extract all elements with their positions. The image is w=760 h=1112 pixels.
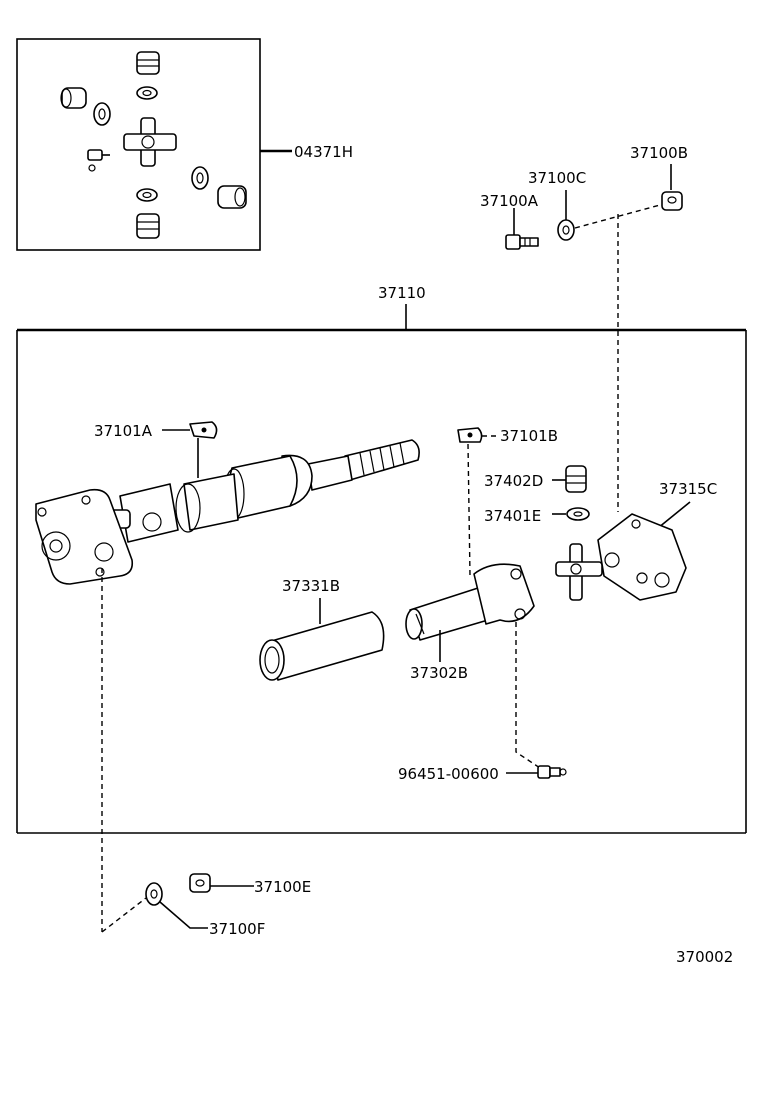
universal-joint-kit-inset — [16, 38, 261, 251]
bushing-37402D — [565, 465, 587, 493]
inset-frame — [16, 38, 261, 251]
snap-ring-37401E — [566, 507, 590, 521]
assembly-dash-grease — [515, 622, 541, 769]
dust-cover-37331B — [259, 611, 385, 681]
label-37100B: 37100B — [630, 144, 688, 162]
assembly-dash-clip-b — [467, 443, 471, 577]
snap-ring-left — [93, 102, 111, 126]
bearing-cap-bottom — [136, 213, 160, 239]
leader-37315C — [657, 501, 691, 529]
assembly-dash-to-washer-f — [101, 897, 147, 933]
leader-37100F — [159, 901, 208, 929]
propeller-shaft — [35, 439, 420, 585]
label-37100E: 37100E — [254, 878, 311, 896]
snap-ring-top — [136, 86, 158, 100]
label-04371H: 04371H — [294, 143, 353, 161]
clip-37101B — [457, 427, 483, 443]
label-37100C: 37100C — [528, 169, 586, 187]
label-37402D: 37402D — [484, 472, 543, 490]
label-37302B: 37302B — [410, 664, 468, 682]
spider-cross — [123, 117, 177, 167]
grease-fitting-96451-00600 — [537, 765, 567, 779]
assembly-dash-washer-nut — [574, 204, 661, 229]
label-37331B: 37331B — [282, 577, 340, 595]
diagram-id: 370002 — [676, 948, 733, 966]
clip-37101A — [189, 421, 218, 439]
label-37315C: 37315C — [659, 480, 717, 498]
assembly-frame — [16, 328, 747, 834]
bearing-cap-left — [60, 87, 87, 109]
flange-yoke-37315C — [597, 513, 687, 601]
kit-grease-fitting — [87, 149, 110, 172]
bearing-cap-top — [136, 51, 160, 75]
label-37100F: 37100F — [209, 920, 265, 938]
snap-ring-bottom — [136, 188, 158, 202]
nut-37100E — [189, 873, 211, 893]
bearing-cap-right — [217, 185, 247, 209]
washer-37100F — [145, 882, 163, 906]
washer-37100C — [557, 219, 575, 241]
label-37401E: 37401E — [484, 507, 541, 525]
label-37100A: 37100A — [480, 192, 539, 210]
bolt-37100A — [505, 234, 539, 250]
label-37110: 37110 — [378, 284, 426, 302]
spider-cross-right — [555, 543, 603, 601]
label-37101A: 37101A — [94, 422, 153, 440]
label-96451-00600: 96451-00600 — [398, 765, 499, 783]
sleeve-yoke-37302B — [405, 563, 535, 641]
nut-37100B — [661, 191, 683, 211]
label-37101B: 37101B — [500, 427, 558, 445]
snap-ring-right — [191, 166, 209, 190]
